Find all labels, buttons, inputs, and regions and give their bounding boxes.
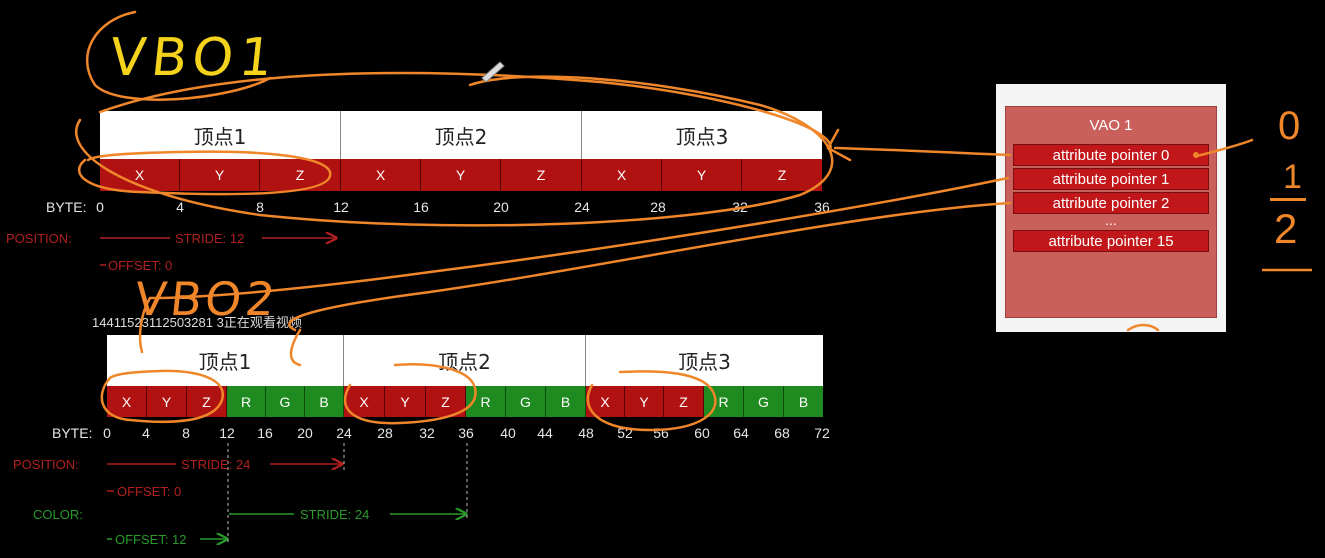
vbo1-cell: Z — [260, 159, 341, 191]
hand-loop-vbo1-large — [75, 75, 834, 227]
handwritten-vbo2-title: VBO2 — [132, 272, 282, 326]
hand-loop-vbo1-top — [98, 71, 832, 152]
handwritten-fraction-bar — [1270, 198, 1306, 201]
vbo2-vertex-3-header: 顶点3 — [586, 335, 823, 386]
vbo1-cell: Z — [501, 159, 582, 191]
vbo2-cell: Y — [147, 386, 187, 417]
handwritten-vbo1-title: VBO1 — [106, 28, 282, 88]
vbo1-cell: Z — [742, 159, 822, 191]
vbo2-cell: G — [266, 386, 305, 417]
vbo2-cell: X — [107, 386, 147, 417]
vbo2-byte-tick: 12 — [219, 425, 235, 441]
vbo2-byte-tick: 4 — [142, 425, 150, 441]
vbo1-cell: X — [341, 159, 421, 191]
vbo1-byte-tick: 0 — [96, 199, 104, 215]
vbo1-stride-label: STRIDE: 12 — [175, 231, 245, 246]
vbo1-byte-tick: 4 — [176, 199, 184, 215]
hand-circle-vbo2-xyz3 — [586, 370, 717, 432]
vbo2-cell: B — [784, 386, 823, 417]
vbo1-offset-label: OFFSET: 0 — [108, 258, 173, 273]
hand-mark-vao-bottom — [1126, 323, 1160, 332]
vbo1-byte-tick: 16 — [413, 199, 429, 215]
vbo2-position-offset-label: OFFSET: 0 — [117, 484, 182, 499]
vbo1-vertex-3-header: 顶点3 — [582, 111, 822, 159]
vbo1-cell: Y — [662, 159, 742, 191]
vbo2-vertex-2-header: 顶点2 — [344, 335, 586, 386]
vbo2-byte-tick: 0 — [103, 425, 111, 441]
viewer-watermark: 14411523112503281 3正在观看视频 — [92, 315, 302, 330]
handwritten-number-2: 2 — [1274, 205, 1298, 252]
hand-circle-vbo2-xyz1 — [100, 369, 225, 424]
vbo2-byte-tick: 68 — [774, 425, 790, 441]
vao-title: VAO 1 — [1089, 117, 1133, 134]
vbo2-byte-label: BYTE: — [52, 425, 93, 441]
hand-circle-vbo1-xyz — [78, 150, 332, 196]
vbo1-byte-label: BYTE: — [46, 199, 87, 215]
vbo2-color-stride-label: STRIDE: 24 — [300, 507, 370, 522]
vbo2-cell: R — [227, 386, 266, 417]
vbo2-byte-tick: 36 — [458, 425, 474, 441]
vao-attribute-pointer-15: attribute pointer 15 — [1013, 230, 1209, 252]
vao-attribute-pointer-1: attribute pointer 1 — [1013, 168, 1209, 190]
vbo2-byte-tick: 72 — [814, 425, 830, 441]
hand-circle-vbo1-title — [85, 10, 272, 101]
vbo2-cell: Z — [664, 386, 704, 417]
vbo2-byte-tick: 48 — [578, 425, 594, 441]
vbo2-color-offset-label: OFFSET: 12 — [115, 532, 187, 547]
vbo2-byte-tick: 60 — [694, 425, 710, 441]
vbo2-cell: B — [305, 386, 344, 417]
vbo1-vertex-2-header: 顶点2 — [341, 111, 582, 159]
vbo2-cell: Y — [385, 386, 426, 417]
vbo2-vertex-1-header: 顶点1 — [107, 335, 344, 386]
hand-dot — [1193, 152, 1199, 158]
vbo1-byte-tick: 20 — [493, 199, 509, 215]
vbo2-byte-tick: 40 — [500, 425, 516, 441]
vbo2-byte-tick: 16 — [257, 425, 273, 441]
vbo1-position-label: POSITION: — [6, 231, 72, 246]
vbo1-cell: Y — [421, 159, 501, 191]
vbo1-byte-tick: 28 — [650, 199, 666, 215]
hand-link-pointer2 — [288, 201, 1012, 332]
vbo2-color-label: COLOR: — [33, 507, 83, 522]
pen-cursor-icon — [481, 61, 505, 83]
vbo2-byte-tick: 44 — [537, 425, 553, 441]
vbo2-cell: B — [546, 386, 586, 417]
vbo1-byte-tick: 12 — [333, 199, 349, 215]
vbo2-byte-tick: 24 — [336, 425, 352, 441]
vbo2-cell: G — [744, 386, 784, 417]
vbo2-cell: Y — [625, 386, 664, 417]
vbo2-byte-tick: 28 — [377, 425, 393, 441]
vao-attribute-pointer-0: attribute pointer 0 — [1013, 144, 1209, 166]
hand-arrow-vbo2-pos — [138, 296, 152, 354]
vbo2-byte-tick: 8 — [182, 425, 190, 441]
hand-link-pointer1 — [148, 176, 1010, 300]
hand-annotations — [75, 10, 1254, 432]
vbo2-byte-tick: 20 — [297, 425, 313, 441]
vbo1-byte-tick: 24 — [574, 199, 590, 215]
vbo2-byte-tick: 32 — [419, 425, 435, 441]
vbo1-cell: Y — [180, 159, 260, 191]
handwritten-number-0: 0 — [1278, 104, 1301, 148]
handwritten-number-1: 1 — [1283, 158, 1302, 196]
vbo1-cell: X — [582, 159, 662, 191]
hand-circle-vbo2-xyz2 — [343, 363, 477, 425]
hand-arrow-head — [826, 128, 852, 162]
hand-link-pointer0 — [833, 146, 1012, 157]
vao-ellipsis: ... — [1105, 212, 1117, 228]
hand-arrow-vbo2-color — [289, 328, 302, 367]
vbo1-byte-tick: 8 — [256, 199, 264, 215]
hand-mark-pointer0 — [1195, 138, 1254, 158]
vao-attribute-pointer-2: attribute pointer 2 — [1013, 192, 1209, 214]
vbo2-position-label: POSITION: — [13, 457, 79, 472]
vbo2-byte-tick: 64 — [733, 425, 749, 441]
vbo2-cell: G — [506, 386, 546, 417]
vbo2-position-stride-label: STRIDE: 24 — [181, 457, 251, 472]
